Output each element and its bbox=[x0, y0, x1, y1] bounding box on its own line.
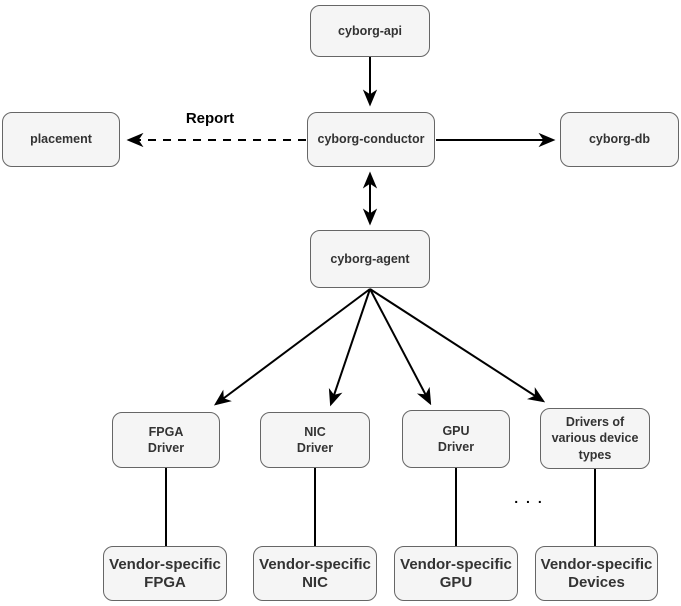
arrow-agent-to-nic-driver bbox=[328, 288, 371, 407]
node-vendor-specific-devices: Vendor-specific Devices bbox=[535, 546, 658, 601]
arrow-agent-to-gpu-driver bbox=[369, 288, 432, 406]
node-fpga-driver: FPGA Driver bbox=[112, 412, 220, 468]
node-various-drivers: Drivers of various device types bbox=[540, 408, 650, 469]
node-cyborg-api: cyborg-api bbox=[310, 5, 430, 57]
arrow-agent-to-fpga-driver bbox=[213, 288, 371, 406]
arrow-agent-to-various-drivers bbox=[369, 288, 546, 403]
node-nic-driver: NIC Driver bbox=[260, 412, 370, 468]
node-vendor-specific-fpga: Vendor-specific FPGA bbox=[103, 546, 227, 601]
node-cyborg-conductor: cyborg-conductor bbox=[307, 112, 435, 167]
report-edge-label: Report bbox=[185, 110, 235, 127]
node-cyborg-db: cyborg-db bbox=[560, 112, 679, 167]
ellipsis-more-drivers: . . . bbox=[514, 490, 544, 506]
node-vendor-specific-gpu: Vendor-specific GPU bbox=[394, 546, 518, 601]
node-vendor-specific-nic: Vendor-specific NIC bbox=[253, 546, 377, 601]
node-gpu-driver: GPU Driver bbox=[402, 410, 510, 468]
node-placement: placement bbox=[2, 112, 120, 167]
node-cyborg-agent: cyborg-agent bbox=[310, 230, 430, 288]
